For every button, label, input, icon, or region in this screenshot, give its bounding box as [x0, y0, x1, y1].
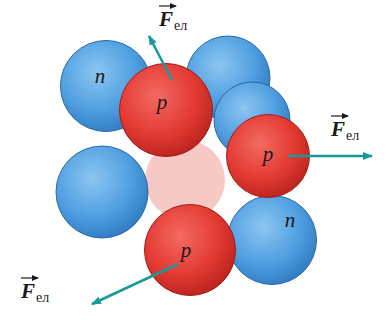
particle-letter: n: [285, 210, 296, 231]
force-subscript: ел: [346, 129, 359, 143]
particle-letter: p: [157, 92, 168, 113]
vector-arrow: [21, 277, 38, 278]
circle-shape: [227, 115, 310, 198]
force-subscript: ел: [36, 291, 49, 305]
particle-letter: n: [95, 66, 106, 87]
proton-circle: p: [119, 63, 213, 157]
circle-shape: [145, 205, 236, 296]
proton-circle: p: [144, 204, 236, 296]
particle-letter: p: [263, 144, 274, 165]
force-symbol: F: [21, 281, 35, 302]
particle-letter: p: [181, 240, 192, 261]
circle-outline: [227, 195, 317, 285]
force-symbol: F: [331, 119, 345, 140]
force-arrow: [288, 155, 372, 158]
circle-shape: [120, 64, 213, 157]
vector-arrow: [159, 5, 176, 6]
circle-shape: [228, 196, 317, 285]
neutron-sphere: [56, 146, 148, 238]
force-subscript: ел: [174, 19, 187, 33]
force-symbol: F: [159, 9, 173, 30]
neutron-circle: n: [227, 195, 317, 285]
vector-arrow: [331, 115, 348, 116]
